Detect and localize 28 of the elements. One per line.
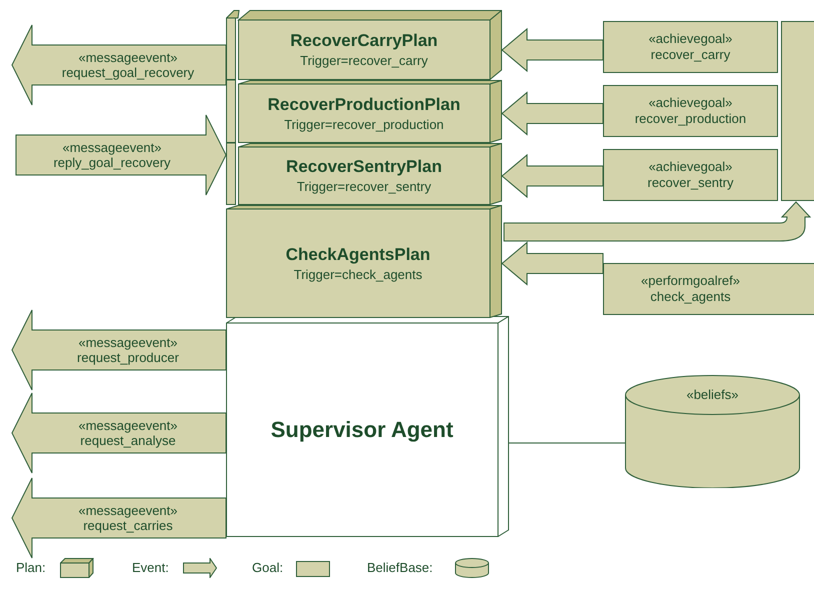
block-arrow (501, 241, 604, 286)
stereotype-text: «achievegoal» (648, 159, 732, 175)
plan-name: CheckAgentsPlan (286, 244, 430, 265)
plan-name: RecoverCarryPlan (290, 31, 438, 52)
legend-label: Event: (132, 560, 169, 575)
stereotype-text: «performgoalref» (641, 273, 740, 289)
connector-line (508, 442, 626, 444)
goal-name: recover_carry (650, 47, 730, 63)
agent-name: Supervisor Agent (270, 416, 454, 444)
trigger-text: Trigger=recover_carry (300, 53, 428, 69)
legend-label: Goal: (252, 560, 284, 575)
legend-label: BeliefBase: (367, 560, 433, 575)
stereotype-text: «achievegoal» (648, 95, 732, 111)
goal-name: recover_production (634, 111, 746, 127)
trigger-text: Trigger=check_agents (294, 266, 422, 282)
plan-name: RecoverSentryPlan (286, 157, 442, 178)
block-arrow (504, 202, 810, 242)
trigger-text: Trigger=recover_sentry (296, 179, 432, 195)
goal-name: recover_sentry (648, 175, 734, 191)
stereotype-text: «beliefs» (686, 387, 739, 403)
legend-label: Plan: (16, 560, 46, 575)
goal-name: check_agents (650, 289, 731, 305)
trigger-text: Trigger=recover_production (284, 116, 444, 132)
block-arrow (501, 28, 604, 72)
block-arrow (501, 91, 604, 136)
block-arrow (501, 154, 604, 198)
plan-name: RecoverProductionPlan (268, 94, 460, 115)
stereotype-text: «achievegoal» (648, 31, 732, 47)
